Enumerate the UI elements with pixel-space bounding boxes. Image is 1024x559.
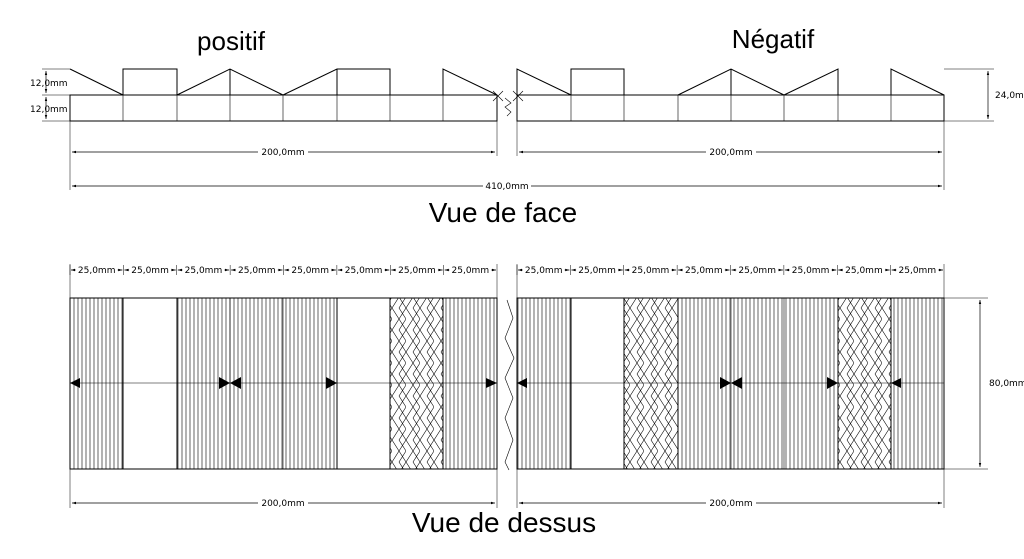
segment-hatched <box>516 297 572 470</box>
dim-overall-length: 410,0mm <box>485 182 528 192</box>
segment-dim-label: 25,0mm <box>525 266 563 276</box>
segment-dim-label: 25,0mm <box>899 266 937 276</box>
label-positive: positif <box>197 26 266 56</box>
segment-crosshatched <box>623 297 679 470</box>
segment-empty <box>336 297 391 470</box>
segment-dim-label: 25,0mm <box>78 266 116 276</box>
segment-dim-label: 25,0mm <box>345 266 383 276</box>
dim-width: 80,0mm <box>989 379 1024 389</box>
segment-empty <box>122 297 178 470</box>
segment-dim-label: 25,0mm <box>632 266 670 276</box>
front-view: 12,0mm 12,0mm 24,0mm 200,0mm 200,0mm 410… <box>30 68 1024 192</box>
segment-dim-label: 25,0mm <box>131 266 169 276</box>
segment-dim-label: 25,0mm <box>845 266 883 276</box>
segment-dim-label: 25,0mm <box>578 266 616 276</box>
top-view: 25,0mm 25,0mm 25,0mm 25,0mm 25,0mm 25,0mm 25,0… <box>69 264 1024 509</box>
segment-hatched <box>176 297 338 470</box>
top-view-title: Vue de dessus <box>412 507 596 538</box>
dim-left-length-top: 200,0mm <box>261 499 304 509</box>
dim-upper-height: 12,0mm <box>30 79 68 89</box>
dim-lower-height: 12,0mm <box>30 105 68 115</box>
dim-right-length-front: 200,0mm <box>709 148 752 158</box>
dim-total-height: 24,0mm <box>995 91 1024 101</box>
label-negative: Négatif <box>732 24 815 54</box>
segment-dim-label: 25,0mm <box>291 266 329 276</box>
segment-dim-label: 25,0mm <box>185 266 223 276</box>
segment-dim-label: 25,0mm <box>452 266 490 276</box>
dim-right-length-top: 200,0mm <box>709 499 752 509</box>
segment-dim-label: 25,0mm <box>792 266 830 276</box>
front-view-title: Vue de face <box>429 197 577 228</box>
segment-dim-label: 25,0mm <box>685 266 723 276</box>
segment-empty <box>570 297 625 470</box>
segment-dim-label: 25,0mm <box>398 266 436 276</box>
segment-dim-label: 25,0mm <box>238 266 276 276</box>
segment-crosshatched <box>389 297 444 470</box>
dim-left-length-front: 200,0mm <box>261 148 304 158</box>
segment-dim-label: 25,0mm <box>738 266 776 276</box>
segment-hatched <box>677 297 839 470</box>
segment-crosshatched <box>837 297 892 470</box>
